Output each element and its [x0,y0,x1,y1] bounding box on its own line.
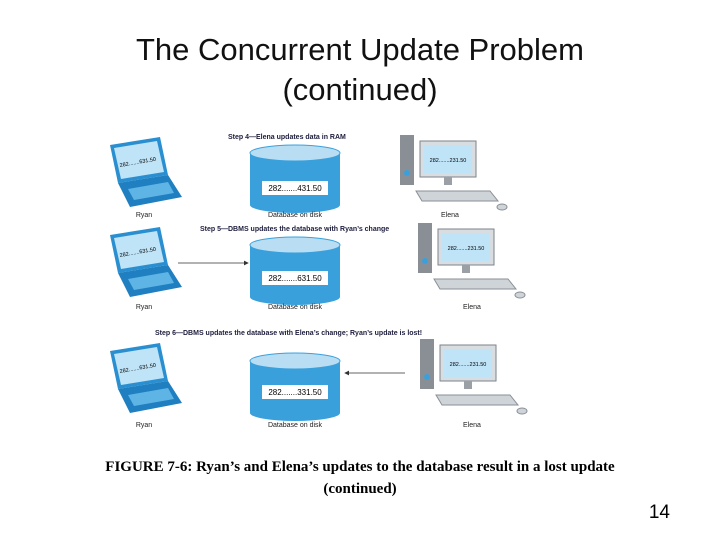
right-label: Elena [463,422,481,429]
left-label: Ryan [136,422,152,429]
title-line-1: The Concurrent Update Problem [135,32,584,67]
figure-diagram: Step 4—Elena updates data in RAM 282....… [110,134,528,429]
page-number: 14 [648,502,670,523]
db-label: Database on disk [268,212,323,219]
desktop-computer-icon: 282.......231.50 [420,339,528,415]
title-line-2: (continued) [282,72,438,107]
row-step-5: Step 5—DBMS updates the database with Ry… [110,223,526,311]
elena-screen-value: 282.......231.50 [448,246,485,252]
desktop-computer-icon: 282.......231.50 [400,135,508,211]
laptop-icon: 282.......631.50 [110,227,182,297]
right-label: Elena [441,212,459,219]
laptop-icon: 282.......631.50 [110,137,182,207]
elena-screen-value: 282.......231.50 [430,158,467,164]
step-label: Step 5—DBMS updates the database with Ry… [200,226,389,233]
row-step-4: Step 4—Elena updates data in RAM 282....… [110,134,508,219]
elena-screen-value: 282.......231.50 [450,362,487,368]
database-icon: 282.......331.50 [249,352,341,421]
db-value: 282.......631.50 [268,274,322,283]
laptop-icon: 282.......631.50 [110,343,182,413]
row-step-6: Step 6—DBMS updates the database with El… [110,330,528,429]
right-label: Elena [463,304,481,311]
db-value: 282.......431.50 [268,184,322,193]
step-label: Step 4—Elena updates data in RAM [228,134,346,141]
db-label: Database on disk [268,422,323,429]
database-icon: 282.......431.50 [249,144,341,213]
database-icon: 282.......631.50 [249,236,341,305]
figure-lost-update: Step 4—Elena updates data in RAM 282....… [100,125,560,435]
db-value: 282.......331.50 [268,388,322,397]
slide-title: The Concurrent Update Problem (continued… [0,30,720,110]
left-label: Ryan [136,304,152,311]
step-label: Step 6—DBMS updates the database with El… [155,330,422,337]
left-label: Ryan [136,212,152,219]
caption-line-1: FIGURE 7-6: Ryan’s and Elena’s updates t… [105,459,615,475]
db-label: Database on disk [268,304,323,311]
caption-line-2: (continued) [323,481,397,497]
desktop-computer-icon: 282.......231.50 [418,223,526,299]
figure-caption: FIGURE 7-6: Ryan’s and Elena’s updates t… [40,456,680,500]
